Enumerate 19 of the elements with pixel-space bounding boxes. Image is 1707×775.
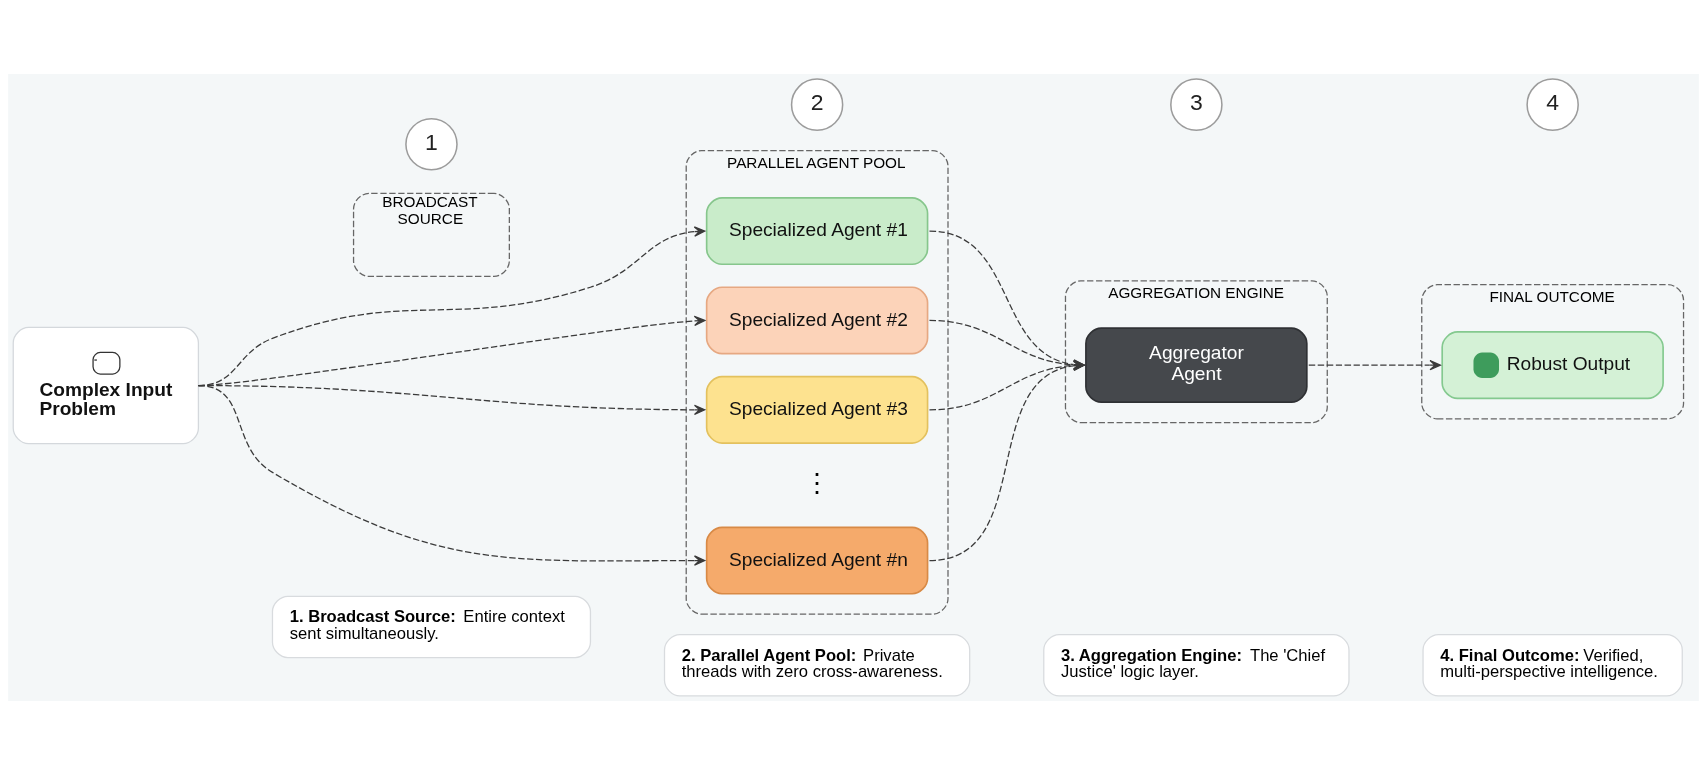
node-box: 2. Parallel Agent Pool: Private threads with zero cross-awareness. bbox=[663, 633, 971, 697]
node-box: Specialized Agent #1 bbox=[705, 197, 929, 266]
arrow bbox=[197, 384, 706, 566]
node-box: Specialized Agent #n bbox=[705, 526, 929, 595]
node-box: Complex Input Problem bbox=[12, 326, 200, 445]
node-box: 4. Final Outcome: Verified, multi-perspective intelligence. bbox=[1422, 633, 1683, 697]
node-box: Aggregator Agent bbox=[1085, 327, 1308, 403]
node-circle: 4 bbox=[1526, 78, 1579, 131]
node-box: Robust Output bbox=[1441, 331, 1664, 400]
arrow bbox=[1308, 359, 1441, 371]
node-circle: 1 bbox=[405, 117, 458, 171]
node-box: 1. Broadcast Source: Entire context sent simultaneously. bbox=[271, 595, 592, 659]
node-circle: 2 bbox=[790, 78, 844, 131]
node-box: 3. Aggregation Engine: The 'Chief Justice' logic layer. bbox=[1043, 633, 1350, 697]
node-box: Specialized Agent #2 bbox=[705, 286, 929, 355]
node-circle: 3 bbox=[1170, 78, 1223, 131]
label: ⋮ bbox=[803, 468, 830, 497]
node-box: Specialized Agent #3 bbox=[705, 375, 929, 444]
node-box: BROADCAST SOURCE bbox=[352, 192, 510, 278]
